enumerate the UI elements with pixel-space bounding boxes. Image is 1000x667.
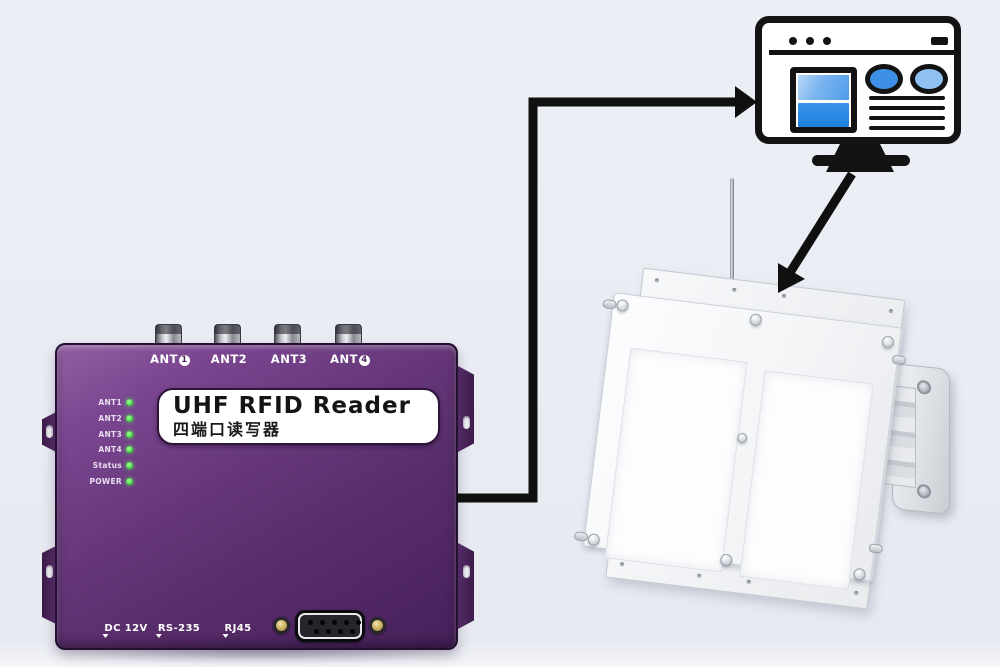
db9-pin xyxy=(314,629,319,634)
db9-pin xyxy=(326,629,331,634)
db9-pin xyxy=(356,620,361,625)
port-label-ant2: ANT2 xyxy=(210,352,248,366)
pointer-pin-icon xyxy=(104,634,148,638)
content-text-line xyxy=(869,96,945,100)
flange-hole xyxy=(463,416,470,429)
monitor-frame xyxy=(755,16,961,144)
browser-content-panel xyxy=(790,67,857,133)
mounting-flange xyxy=(458,366,474,452)
pointer-pin-icon xyxy=(157,634,201,638)
monitor-stand-base xyxy=(812,155,910,166)
monitor-icon xyxy=(755,16,967,186)
arrow-down-left-head-icon xyxy=(778,263,805,293)
circled-digit: 4 xyxy=(358,355,370,366)
port-label-ant3: ANT3 xyxy=(270,352,308,366)
product-subtitle: 四端口读写器 xyxy=(173,420,282,439)
led-indicator xyxy=(126,445,133,453)
port-label-rj45: RJ45 xyxy=(224,623,252,638)
content-circle-icon xyxy=(865,64,903,94)
db9-pin xyxy=(320,620,325,625)
db9-pin xyxy=(344,620,349,625)
mounting-flange xyxy=(42,545,58,625)
led-row: ANT3 xyxy=(73,428,133,440)
led-indicator xyxy=(126,398,133,406)
panel-image-bottom xyxy=(798,103,849,127)
led-indicator xyxy=(126,477,133,485)
content-text-line xyxy=(869,126,945,130)
flange-hole xyxy=(463,565,470,578)
led-indicator xyxy=(126,414,133,422)
db9-screw-post xyxy=(369,617,386,634)
db9-pin xyxy=(338,629,343,634)
port-label-dc12v: DC 12V xyxy=(104,623,148,638)
db9-pin xyxy=(332,620,337,625)
arrow-right-head-icon xyxy=(735,86,757,118)
db9-pin xyxy=(350,629,355,634)
browser-dot-icon xyxy=(806,37,814,45)
flange-hole xyxy=(46,565,53,578)
computer-to-antenna-line xyxy=(787,171,856,274)
browser-titlebar-divider xyxy=(769,50,961,55)
flange-hole xyxy=(46,425,53,438)
port-label-rs232: RS-235 xyxy=(157,623,201,638)
mounting-flange xyxy=(458,543,474,629)
db9-face xyxy=(298,613,362,639)
content-text-line xyxy=(869,116,945,120)
db9-serial-port xyxy=(295,610,365,642)
led-row: ANT4 xyxy=(73,443,133,455)
browser-dot-icon xyxy=(823,37,831,45)
content-circle-icon xyxy=(910,64,948,94)
mounting-flange xyxy=(42,411,58,453)
led-row: POWER xyxy=(73,475,133,487)
reader-to-computer-line xyxy=(457,97,737,503)
led-row: ANT2 xyxy=(73,412,133,424)
panel-image-top xyxy=(798,75,849,100)
led-row: Status xyxy=(73,459,133,471)
content-text-line xyxy=(869,106,945,110)
browser-tab-icon xyxy=(931,37,948,45)
led-indicator xyxy=(126,430,133,438)
db9-screw-post xyxy=(273,617,290,634)
browser-dot-icon xyxy=(789,37,797,45)
circled-digit: 1 xyxy=(178,355,190,366)
pointer-pin-icon xyxy=(224,634,252,638)
led-row: ANT1 xyxy=(73,396,133,408)
product-label-plate: UHF RFID Reader 四端口读写器 xyxy=(157,388,440,445)
product-title: UHF RFID Reader xyxy=(173,393,411,419)
led-indicator xyxy=(126,461,133,469)
antenna-rod xyxy=(730,178,734,328)
db9-pin xyxy=(308,620,313,625)
